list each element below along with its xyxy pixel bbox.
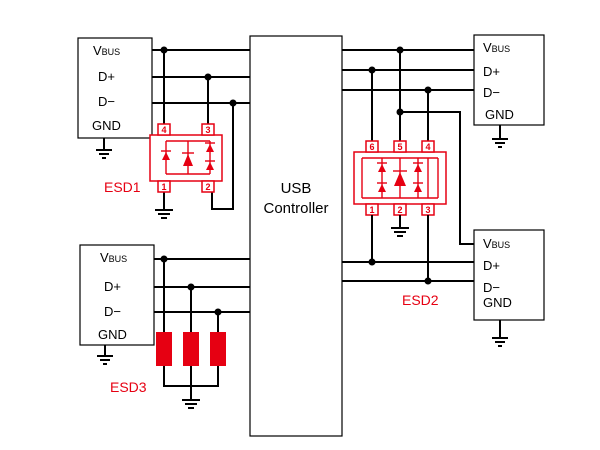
vbus-label: V	[93, 43, 102, 58]
svg-text:VBUS: VBUS	[483, 40, 510, 55]
svg-text:4: 4	[425, 142, 430, 152]
bus-lines-top-right	[342, 46, 474, 245]
usb-port-top-right: VBUS D+ D− GND	[473, 34, 545, 148]
svg-text:D−: D−	[483, 85, 500, 100]
esd3-device: ESD3	[110, 332, 226, 395]
svg-text:2: 2	[397, 205, 402, 215]
svg-text:3: 3	[205, 125, 210, 135]
controller-label-line2: Controller	[263, 200, 328, 217]
bus-lines-bottom-right	[342, 258, 474, 285]
esd2-device: 6 5 4 1 2 3 ESD2	[353, 140, 447, 308]
svg-text:1: 1	[369, 205, 374, 215]
esd3-label: ESD3	[110, 379, 147, 395]
esd2-label: ESD2	[402, 292, 439, 308]
esd1-label: ESD1	[104, 179, 141, 195]
usb-port-bottom-left: VBUS D+ D− GND	[79, 244, 155, 365]
svg-text:D+: D+	[483, 258, 500, 273]
svg-text:5: 5	[397, 142, 402, 152]
controller-label-line1: USB	[281, 180, 312, 197]
svg-text:1: 1	[161, 182, 166, 192]
usb-port-top-left: VBUS D+ D− GND	[77, 37, 153, 159]
svg-text:GND: GND	[98, 327, 127, 342]
dplus-label: D+	[98, 69, 115, 84]
dminus-label: D−	[98, 94, 115, 109]
bus-lines-bottom-left	[154, 255, 250, 409]
esd1-device: 4 3 1 2 ESD1	[104, 123, 223, 195]
gnd-label: GND	[92, 118, 121, 133]
svg-text:GND: GND	[485, 107, 514, 122]
svg-text:3: 3	[425, 205, 430, 215]
svg-text:D+: D+	[483, 64, 500, 79]
usb-controller-box	[249, 35, 343, 437]
bus-lines-top-left	[152, 46, 250, 219]
svg-text:VBUS: VBUS	[483, 236, 510, 251]
svg-text:D−: D−	[483, 280, 500, 295]
svg-text:D−: D−	[104, 304, 121, 319]
svg-text:D+: D+	[104, 279, 121, 294]
svg-text:2: 2	[205, 182, 210, 192]
svg-text:4: 4	[161, 125, 166, 135]
svg-text:GND: GND	[483, 295, 512, 310]
svg-text:VBUS: VBUS	[100, 250, 127, 265]
usb-port-bottom-right: VBUS D+ D− GND	[473, 229, 545, 347]
svg-text:VBUS: VBUS	[93, 43, 120, 58]
esd2-ground	[371, 215, 429, 281]
svg-text:6: 6	[369, 142, 374, 152]
